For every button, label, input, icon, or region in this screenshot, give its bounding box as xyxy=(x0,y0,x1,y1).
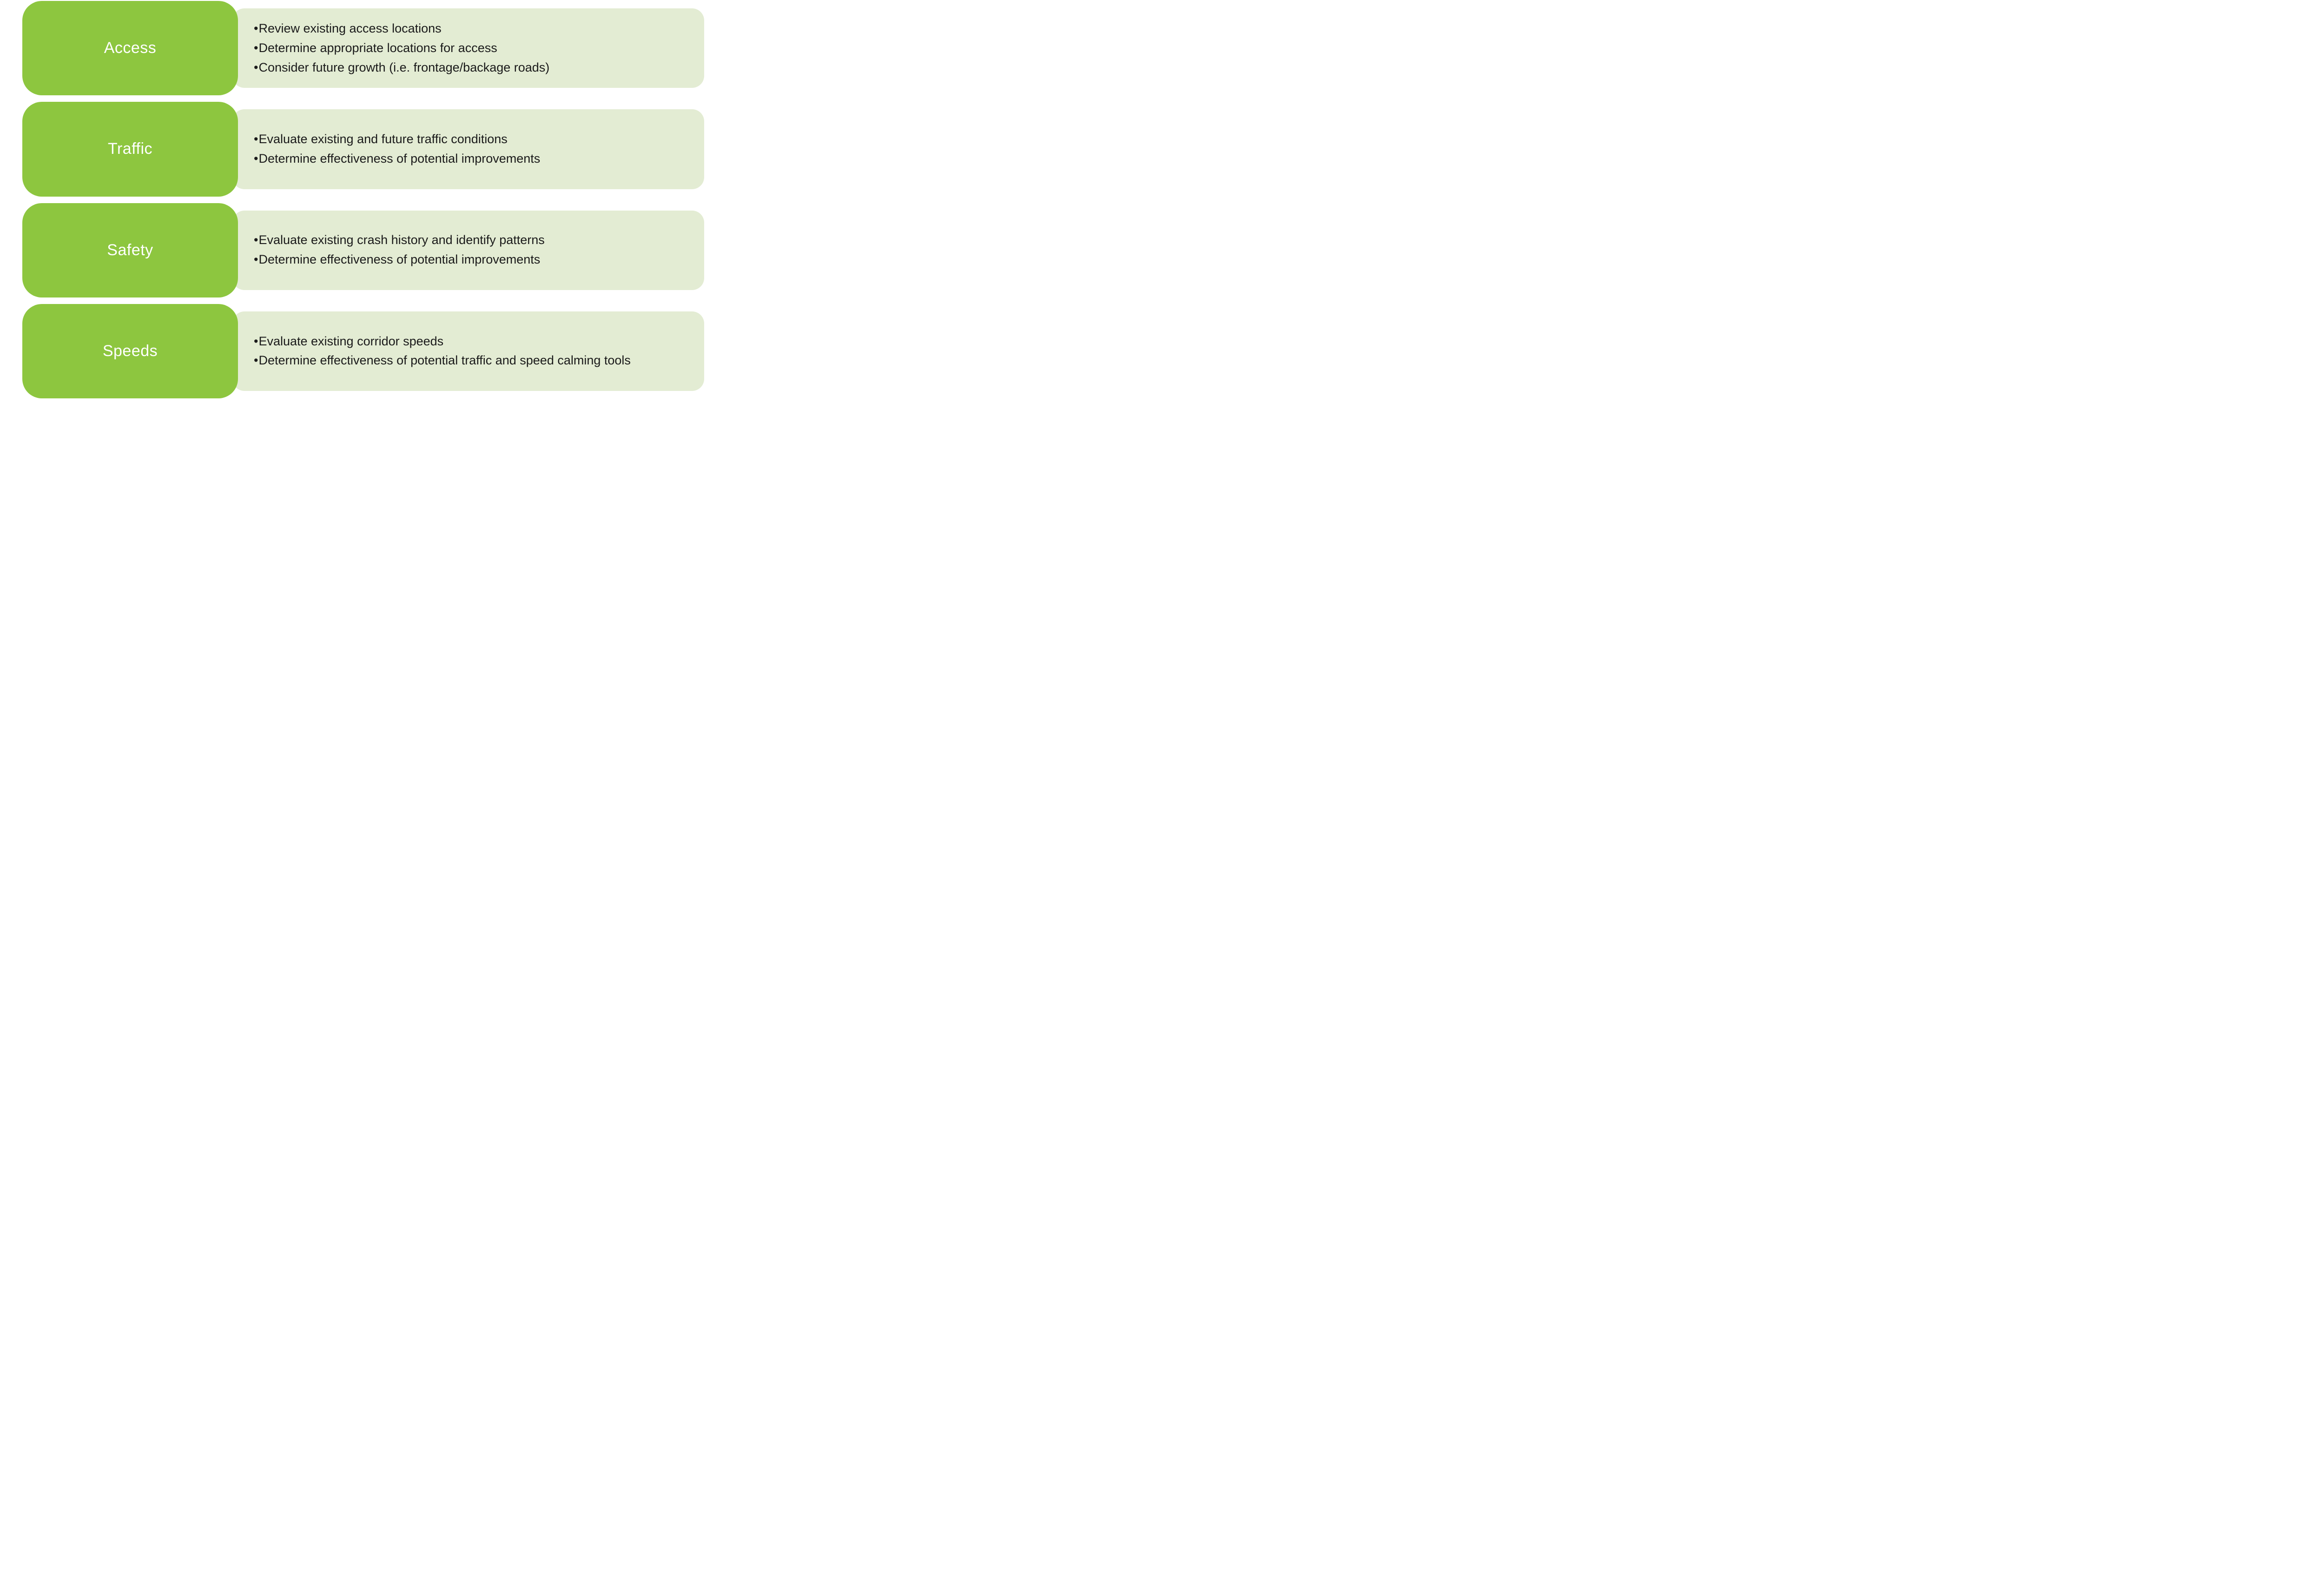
traffic-bullet-list: Evaluate existing and future traffic con… xyxy=(232,130,559,169)
safety-label: Safety xyxy=(107,241,153,259)
speeds-label-box: Speeds xyxy=(22,304,238,398)
traffic-label: Traffic xyxy=(107,140,153,158)
bullet-item: Evaluate existing corridor speeds xyxy=(254,332,631,351)
diagram-rows: Review existing access locations Determi… xyxy=(0,0,722,398)
access-label-box: Access xyxy=(22,1,238,96)
bullet-item: Determine effectiveness of potential imp… xyxy=(254,149,540,169)
diagram-canvas: Review existing access locations Determi… xyxy=(0,0,722,398)
speeds-label: Speeds xyxy=(102,342,158,360)
row-speeds: Evaluate existing corridor speeds Determ… xyxy=(0,304,722,398)
traffic-label-box: Traffic xyxy=(22,102,238,197)
bullet-item: Evaluate existing and future traffic con… xyxy=(254,130,540,149)
speeds-bullet-list: Evaluate existing corridor speeds Determ… xyxy=(232,332,649,371)
traffic-bullets-panel: Evaluate existing and future traffic con… xyxy=(232,109,704,189)
row-safety: Evaluate existing crash history and iden… xyxy=(0,203,722,297)
bullet-item: Determine effectiveness of potential tra… xyxy=(254,351,630,370)
access-bullets-panel: Review existing access locations Determi… xyxy=(232,8,704,88)
bullet-item: Review existing access locations xyxy=(254,19,549,39)
safety-label-box: Safety xyxy=(22,203,238,297)
bullet-item: Determine appropriate locations for acce… xyxy=(254,39,549,58)
bullet-item: Evaluate existing crash history and iden… xyxy=(254,231,544,250)
access-label: Access xyxy=(104,39,157,57)
bullet-item: Consider future growth (i.e. frontage/ba… xyxy=(254,58,549,78)
safety-bullets-panel: Evaluate existing crash history and iden… xyxy=(232,210,704,290)
access-bullet-list: Review existing access locations Determi… xyxy=(232,19,568,78)
safety-bullet-list: Evaluate existing crash history and iden… xyxy=(232,231,563,270)
row-traffic: Evaluate existing and future traffic con… xyxy=(0,102,722,197)
row-access: Review existing access locations Determi… xyxy=(0,1,722,96)
bullet-item: Determine effectiveness of potential imp… xyxy=(254,250,545,270)
speeds-bullets-panel: Evaluate existing corridor speeds Determ… xyxy=(232,311,704,391)
